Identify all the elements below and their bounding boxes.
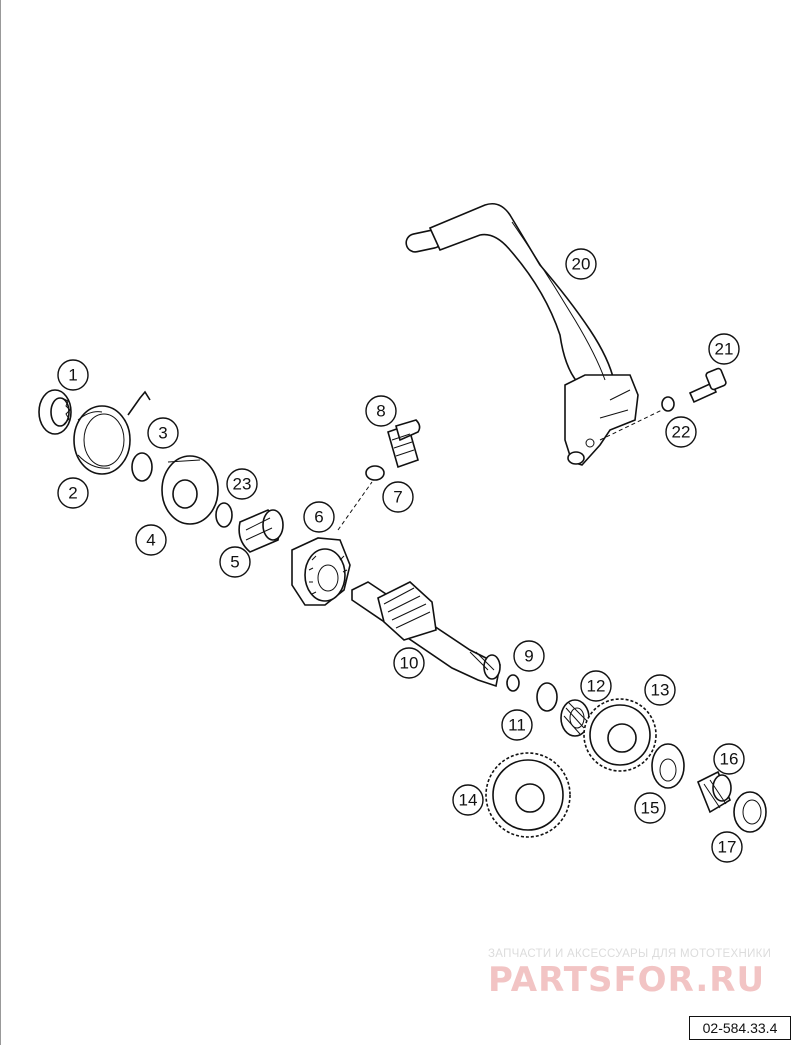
gear-14 [485, 752, 571, 838]
callout-16: 16 [713, 743, 745, 775]
ring-9 [506, 674, 520, 692]
callout-21: 21 [708, 333, 740, 365]
ratchet [38, 389, 72, 435]
callout-label: 14 [459, 791, 478, 810]
callout-5: 5 [219, 546, 251, 578]
callout-15: 15 [634, 792, 666, 824]
callout-11: 11 [501, 709, 533, 741]
callout-label: 5 [230, 553, 239, 572]
callout-label: 3 [158, 424, 167, 443]
callout-14: 14 [452, 784, 484, 816]
callout-label: 1 [68, 366, 77, 385]
watermark-logo: PARTSFOR.RU [488, 960, 766, 1000]
kickstart-spring [73, 390, 151, 475]
kick-gear [291, 537, 351, 606]
callout-label: 20 [572, 255, 591, 274]
callout-1: 1 [57, 359, 89, 391]
callout-label: 10 [400, 654, 419, 673]
callout-label: 8 [376, 402, 385, 421]
callout-23: 23 [226, 468, 258, 500]
callout-2: 2 [57, 477, 89, 509]
clamp-bolt [688, 367, 727, 404]
needle-bearing-12 [560, 699, 590, 737]
washer-15 [651, 743, 685, 789]
callout-6: 6 [303, 501, 335, 533]
washer-7 [365, 465, 385, 481]
callout-4: 4 [135, 524, 167, 556]
callout-10: 10 [393, 647, 425, 679]
washer-22 [661, 396, 675, 412]
needle-bearing-16 [696, 770, 732, 814]
callout-label: 21 [715, 340, 734, 359]
callout-label: 16 [720, 750, 739, 769]
callout-17: 17 [711, 831, 743, 863]
callout-12: 12 [580, 670, 612, 702]
callout-label: 23 [233, 475, 252, 494]
stop-plate [161, 455, 219, 525]
callout-label: 6 [314, 508, 323, 527]
callout-label: 9 [524, 647, 533, 666]
left-border [0, 0, 1, 1045]
callout-label: 22 [672, 423, 691, 442]
kick-bolt [387, 419, 421, 469]
callout-label: 12 [587, 677, 606, 696]
callout-label: 13 [651, 681, 670, 700]
callout-22: 22 [665, 416, 697, 448]
circlip-23 [215, 502, 233, 528]
callout-label: 11 [508, 716, 526, 735]
watermark-tagline: ЗАПЧАСТИ И АКСЕССУАРЫ ДЛЯ МОТОТЕХНИКИ [488, 948, 772, 960]
kick-shaft [351, 581, 501, 688]
circlip-3 [131, 452, 153, 482]
callout-7: 7 [382, 481, 414, 513]
callout-label: 15 [641, 799, 660, 818]
callout-8: 8 [365, 395, 397, 427]
figure-number: 02-584.33.4 [689, 1016, 791, 1040]
callout-13: 13 [644, 674, 676, 706]
callout-3: 3 [147, 417, 179, 449]
callout-label: 4 [146, 531, 155, 550]
kick-lever [405, 202, 639, 466]
gear-13 [583, 698, 657, 772]
callout-20: 20 [565, 248, 597, 280]
callout-label: 7 [393, 488, 402, 507]
callout-9: 9 [513, 640, 545, 672]
callout-label: 2 [68, 484, 77, 503]
washer-11 [536, 682, 558, 712]
callout-label: 17 [718, 838, 737, 857]
sleeve [238, 509, 284, 553]
bushing-17 [733, 791, 767, 833]
